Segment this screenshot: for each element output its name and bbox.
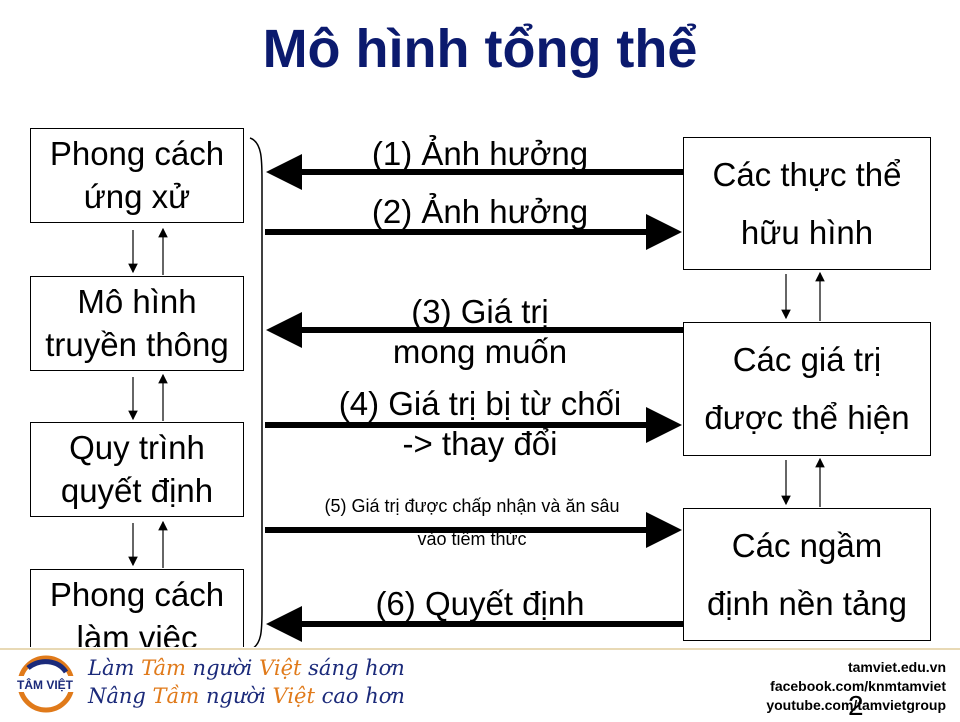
tamviet-logo: TÂM VIỆT bbox=[8, 655, 82, 713]
arrow-5-label-line2: vào tiềm thức bbox=[417, 529, 527, 550]
footer-divider bbox=[0, 648, 960, 650]
slogan-part: cao hơn bbox=[314, 684, 405, 708]
arrow-4-label-line2: -> thay đổi bbox=[402, 424, 558, 462]
slogan-part: Việt bbox=[272, 684, 315, 708]
slogan-part: sáng hơn bbox=[301, 656, 405, 680]
box-line: Các giá trị bbox=[732, 341, 882, 379]
box-espoused-values: Các giá trị được thể hiện bbox=[683, 322, 931, 456]
arrow-4-label: (4) Giá trị bị từ chối -> thay đổi bbox=[280, 384, 680, 463]
arrow-4-label-line1: (4) Giá trị bị từ chối bbox=[338, 385, 622, 422]
slogan-part: Tầm bbox=[152, 684, 200, 708]
website-link[interactable]: tamviet.edu.vn bbox=[847, 659, 946, 675]
box-line: Các thực thể bbox=[712, 155, 902, 193]
footer bbox=[0, 647, 960, 720]
box-line: truyền thông bbox=[45, 325, 229, 363]
slogan-part: người bbox=[185, 656, 260, 680]
footer-contacts: tamviet.edu.vn facebook.com/knmtamviet y… bbox=[766, 658, 946, 715]
box-line: Phong cách bbox=[49, 134, 225, 172]
slogan-part: Nâng bbox=[88, 684, 153, 708]
slogan-part: Việt bbox=[259, 656, 302, 680]
grouping-brace bbox=[249, 137, 263, 651]
box-behavior-style: Phong cách ứng xử bbox=[30, 128, 244, 223]
arrow-5-label: (5) Giá trị được chấp nhận và ăn sâu vào… bbox=[262, 490, 682, 557]
youtube-link[interactable]: youtube.com/tamvietgroup bbox=[766, 696, 946, 713]
facebook-link[interactable]: facebook.com/knmtamviet bbox=[770, 677, 946, 694]
slogan-line-2: Nâng Tầm người Việt cao hơn bbox=[88, 684, 405, 708]
box-line: hữu hình bbox=[740, 213, 874, 251]
box-line: ứng xử bbox=[83, 177, 191, 215]
arrow-3-label: (3) Giá trị mong muốn bbox=[300, 292, 660, 371]
box-line: quyết định bbox=[60, 471, 214, 509]
page-number: 2 bbox=[848, 690, 864, 721]
arrow-6-label: (6) Quyết định bbox=[375, 585, 585, 622]
box-line: Quy trình bbox=[69, 428, 205, 466]
box-basic-assumptions: Các ngầm định nền tảng bbox=[683, 508, 931, 641]
box-tangible-artifacts: Các thực thể hữu hình bbox=[683, 137, 931, 270]
slogan-part: người bbox=[199, 684, 273, 708]
slogan-part: Tâm bbox=[141, 656, 186, 680]
slide-title: Mô hình tổng thể bbox=[262, 19, 698, 79]
slogan-line-1: Làm Tâm người Việt sáng hơn bbox=[88, 656, 405, 680]
box-line: định nền tảng bbox=[706, 584, 907, 622]
box-line: được thể hiện bbox=[704, 399, 910, 436]
box-line: Phong cách bbox=[49, 575, 225, 613]
box-decision-process: Quy trình quyết định bbox=[30, 422, 244, 517]
arrow-2-label: (2) Ảnh hưởng bbox=[371, 193, 589, 230]
box-line: Các ngầm bbox=[731, 526, 883, 564]
box-line: Mô hình bbox=[77, 282, 197, 320]
logo-text: TÂM VIỆT bbox=[17, 677, 74, 692]
arrow-5-label-line1: (5) Giá trị được chấp nhận và ăn sâu bbox=[324, 496, 620, 516]
arrow-3-label-line1: (3) Giá trị bbox=[411, 293, 549, 330]
slogan-part: Làm bbox=[88, 656, 142, 680]
arrow-1-label: (1) Ảnh hưởng bbox=[371, 135, 589, 172]
arrow-3-label-line2: mong muốn bbox=[392, 332, 568, 370]
box-communication-model: Mô hình truyền thông bbox=[30, 276, 244, 371]
